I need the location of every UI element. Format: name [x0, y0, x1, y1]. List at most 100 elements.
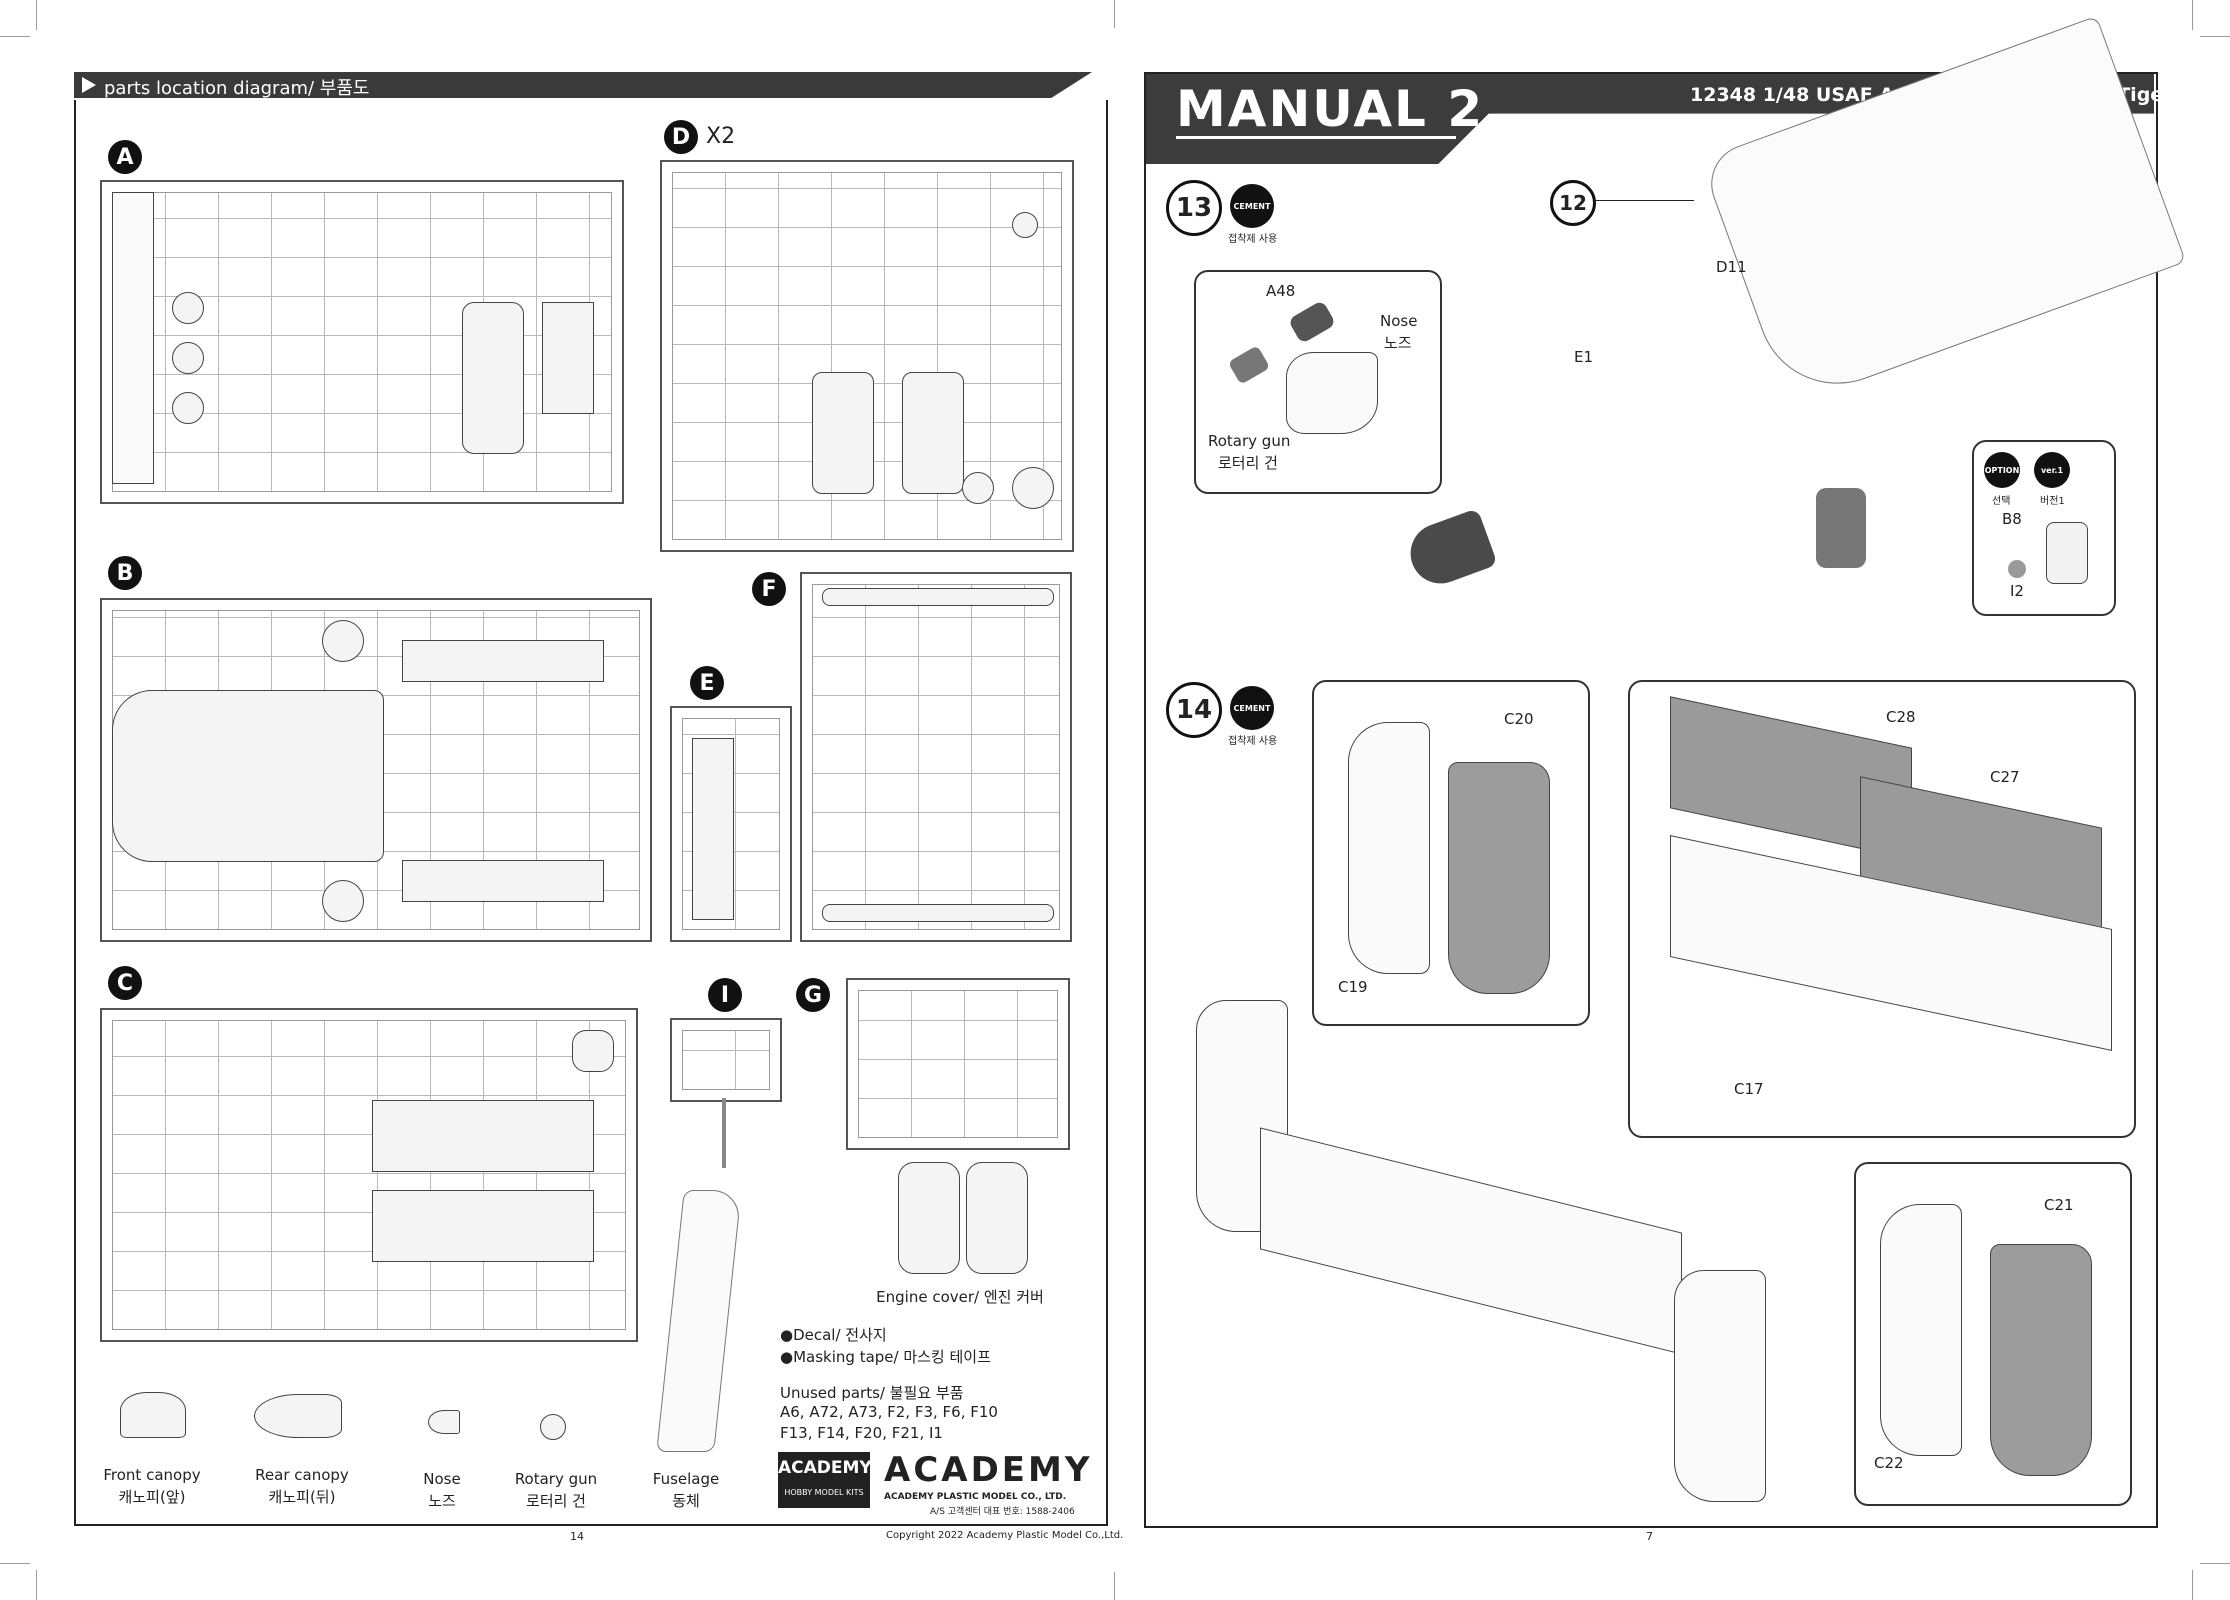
- sprue-g: [846, 978, 1070, 1150]
- sprue-label-g: G: [796, 978, 830, 1012]
- triangle-icon: [82, 77, 96, 93]
- nose-part-drawing: [1286, 352, 1378, 434]
- sprue-d-fan: [1012, 467, 1054, 509]
- sprue-c-small-part: [572, 1030, 614, 1072]
- sprue-f-fuel-tank: [822, 904, 1054, 922]
- parts-diagram-header: parts location diagram/ 부품도: [104, 78, 370, 99]
- sprue-label-i: I: [708, 978, 742, 1012]
- fuselage-clear-label: Fuselage: [652, 1470, 720, 1488]
- tail-half-c22: [1880, 1204, 1962, 1456]
- sprue-a-wheel: [172, 392, 204, 424]
- rotary-gun-label: Rotary gun: [1208, 432, 1291, 450]
- unused-parts-title: Unused parts/ 불필요 부품: [780, 1384, 964, 1402]
- crop-mark: [36, 0, 37, 30]
- sprue-label-f: F: [752, 572, 786, 606]
- version-caption: 버전1: [2040, 496, 2065, 507]
- sprue-b-intake-ring: [322, 880, 364, 922]
- crop-mark: [0, 1563, 30, 1564]
- sprue-b-intake-ring: [322, 620, 364, 662]
- sprue-c-frame: [112, 1020, 626, 1330]
- sprue-d-count: X2: [706, 124, 736, 149]
- cement-icon: CEMENT: [1230, 184, 1274, 228]
- tail-inset-bottom: C21 C22: [1854, 1162, 2132, 1506]
- sprue-a-cockpit-tub: [462, 302, 524, 454]
- sprue-a-wheel: [172, 342, 204, 374]
- crop-mark: [36, 1570, 37, 1600]
- step-13-badge: 13: [1166, 180, 1222, 236]
- crop-mark: [2200, 1563, 2230, 1564]
- sprue-b: [100, 598, 652, 942]
- nose-label: Nose: [1380, 312, 1418, 330]
- sprue-d-engine-half: [812, 372, 874, 494]
- part-label-c27: C27: [1990, 768, 2020, 786]
- rear-canopy-part: [254, 1394, 342, 1438]
- decal-note: ●Decal/ 전사지: [780, 1326, 887, 1344]
- part-label-i2: I2: [2010, 582, 2024, 600]
- sprue-c: [100, 1008, 638, 1342]
- engine-cover-right: [966, 1162, 1028, 1274]
- part-label-c28: C28: [1886, 708, 1916, 726]
- left-page-number: 14: [570, 1530, 584, 1543]
- parts-diagram-header-bar: parts location diagram/ 부품도: [74, 72, 1092, 98]
- unused-parts-line-2: F13, F14, F20, F21, I1: [780, 1424, 943, 1442]
- sprue-i-frame: [682, 1030, 770, 1090]
- crop-mark: [2192, 1570, 2193, 1600]
- manual-title-underline: [1176, 136, 1456, 139]
- rotary-gun-clear-label: Rotary gun: [514, 1470, 598, 1488]
- option-inset: OPTION ver.1 선택 버전1 B8 I2: [1972, 440, 2116, 616]
- sprue-d: [660, 160, 1074, 552]
- gun-base-part: [1227, 345, 1271, 385]
- part-label-c19: C19: [1338, 978, 1368, 996]
- sprue-i: [670, 1018, 782, 1102]
- rotary-gun-clear-label-ko: 로터리 건: [526, 1492, 586, 1510]
- sprue-label-c: C: [108, 966, 142, 1000]
- part-label-c17: C17: [1734, 1080, 1764, 1098]
- option-icon: OPTION: [1984, 452, 2020, 488]
- step-12-reference: 12: [1550, 180, 1596, 226]
- nose-label-ko: 노즈: [1384, 334, 1412, 352]
- part-label-b8: B8: [2002, 510, 2022, 528]
- option-door-part: [2046, 522, 2088, 584]
- version-icon: ver.1: [2034, 452, 2070, 488]
- gun-barrel-part: [1287, 299, 1337, 345]
- part-label-e1: E1: [1574, 348, 1594, 366]
- fuselage-clear-label-ko: 동체: [672, 1492, 700, 1510]
- sprue-label-d: D: [664, 120, 698, 154]
- sprue-f-frame: [812, 584, 1060, 930]
- sprue-c-stabilizer: [372, 1100, 594, 1172]
- right-page-number: 7: [1646, 1530, 1653, 1543]
- crop-mark: [2200, 36, 2230, 37]
- sprue-g-frame: [858, 990, 1058, 1138]
- academy-badge-name: ACADEMY: [778, 1458, 872, 1478]
- engine-cover-left: [898, 1162, 960, 1274]
- academy-badge-subtitle: HOBBY MODEL KITS: [784, 1488, 864, 1497]
- tail-half-c20: [1448, 762, 1550, 994]
- copyright-text: Copyright 2022 Academy Plastic Model Co.…: [886, 1530, 1124, 1541]
- part-label-c20: C20: [1504, 710, 1534, 728]
- rotary-gun-label-ko: 로터리 건: [1218, 454, 1278, 472]
- stabilizer-inset: C28 C27 C17: [1628, 680, 2136, 1138]
- sprue-e: [670, 706, 792, 942]
- academy-badge: ACADEMY HOBBY MODEL KITS: [778, 1452, 872, 1508]
- front-canopy-label: Front canopy: [103, 1466, 201, 1484]
- cement-icon: CEMENT: [1230, 686, 1274, 730]
- leader-line: [1594, 200, 1694, 201]
- nose-clear-part: [428, 1410, 460, 1434]
- nose-clear-label: Nose: [423, 1470, 461, 1488]
- sprue-b-wing-part: [402, 640, 604, 682]
- sprue-d-disc: [962, 472, 994, 504]
- part-label-d11: D11: [1716, 258, 1747, 276]
- sprue-label-b: B: [108, 556, 142, 590]
- part-label-c22: C22: [1874, 1454, 1904, 1472]
- tail-inset-top: C20 C19: [1312, 680, 1590, 1026]
- option-caption: 선택: [1992, 496, 2011, 507]
- crop-mark: [1114, 1572, 1115, 1600]
- rear-canopy-label-ko: 캐노피(뒤): [268, 1488, 336, 1506]
- sprue-d-disc: [1012, 212, 1038, 238]
- sprue-d-engine-half: [902, 372, 964, 494]
- step-14-badge: 14: [1166, 682, 1222, 738]
- ladder-door-part: [1816, 488, 1866, 568]
- sprue-a-side-part: [112, 192, 154, 484]
- nose-clear-label-ko: 노즈: [428, 1492, 456, 1510]
- sprue-i-rod: [722, 1098, 726, 1168]
